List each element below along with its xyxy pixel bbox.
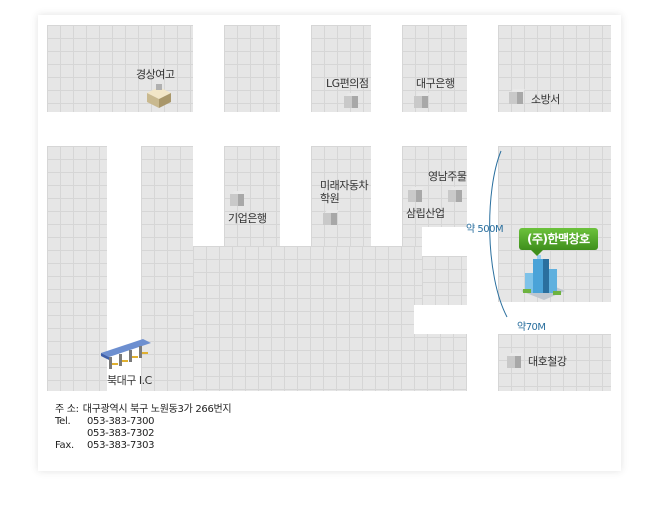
place-label-daegu-bank: 대구은행 bbox=[416, 77, 455, 90]
map-block bbox=[422, 256, 467, 305]
tel-row: Tel. 053-383-7300 bbox=[55, 416, 231, 428]
address-label: 주 소: bbox=[55, 404, 79, 415]
distance-arc bbox=[489, 150, 508, 318]
building-icon bbox=[448, 187, 465, 202]
place-label-samrip: 삼립산업 bbox=[406, 207, 445, 220]
fax-label: Fax. bbox=[55, 440, 74, 451]
address-row: 주 소: 대구광역시 북구 노원동3가 266번지 bbox=[55, 404, 232, 416]
place-label-lg: LG편의점 bbox=[326, 77, 369, 90]
company-name-badge: (주)한맥창호 bbox=[519, 228, 598, 256]
tel-value-1: 053-383-7300 bbox=[87, 416, 155, 427]
fax-row: Fax. 053-383-7303 bbox=[55, 440, 231, 452]
tel-row-2: 053-383-7302 bbox=[55, 428, 231, 440]
fax-value: 053-383-7303 bbox=[87, 440, 155, 451]
place-label-driving-school-line: 학원 bbox=[320, 192, 340, 205]
place-label-ibk: 기업은행 bbox=[228, 212, 267, 225]
building-icon bbox=[414, 93, 431, 108]
building-icon bbox=[509, 89, 526, 104]
map-block bbox=[311, 25, 371, 112]
place-label-daeho: 대호철강 bbox=[528, 355, 567, 368]
place-label-driving-school-line: 미래자동차 bbox=[320, 179, 369, 192]
map-block bbox=[141, 146, 193, 391]
map-block bbox=[311, 146, 371, 246]
ic-gate-icon bbox=[101, 339, 151, 369]
place-label-fire: 소방서 bbox=[531, 93, 560, 106]
building-icon bbox=[344, 93, 361, 108]
building-icon bbox=[230, 191, 247, 206]
place-label-ic: 북대구 I.C bbox=[107, 374, 152, 387]
tel-value-2: 053-383-7302 bbox=[87, 428, 155, 439]
distance-label-70: 약70M bbox=[517, 322, 546, 333]
place-label-school: 경상여고 bbox=[136, 68, 175, 81]
map-block bbox=[402, 25, 467, 112]
building-icon bbox=[507, 353, 524, 368]
company-tower-icon bbox=[521, 255, 565, 300]
building-icon bbox=[323, 210, 340, 225]
school-building-icon bbox=[147, 84, 171, 108]
map-block bbox=[224, 25, 280, 112]
tel-label: Tel. bbox=[55, 416, 71, 427]
place-label-yeongnam: 영남주물 bbox=[428, 170, 467, 183]
distance-label-500: 약 500M bbox=[466, 224, 504, 235]
contact-info: 주 소: 대구광역시 북구 노원동3가 266번지 Tel. 053-383-7… bbox=[55, 404, 232, 452]
map-block bbox=[47, 146, 107, 391]
building-icon bbox=[408, 187, 425, 202]
address-value: 대구광역시 북구 노원동3가 266번지 bbox=[82, 404, 232, 415]
